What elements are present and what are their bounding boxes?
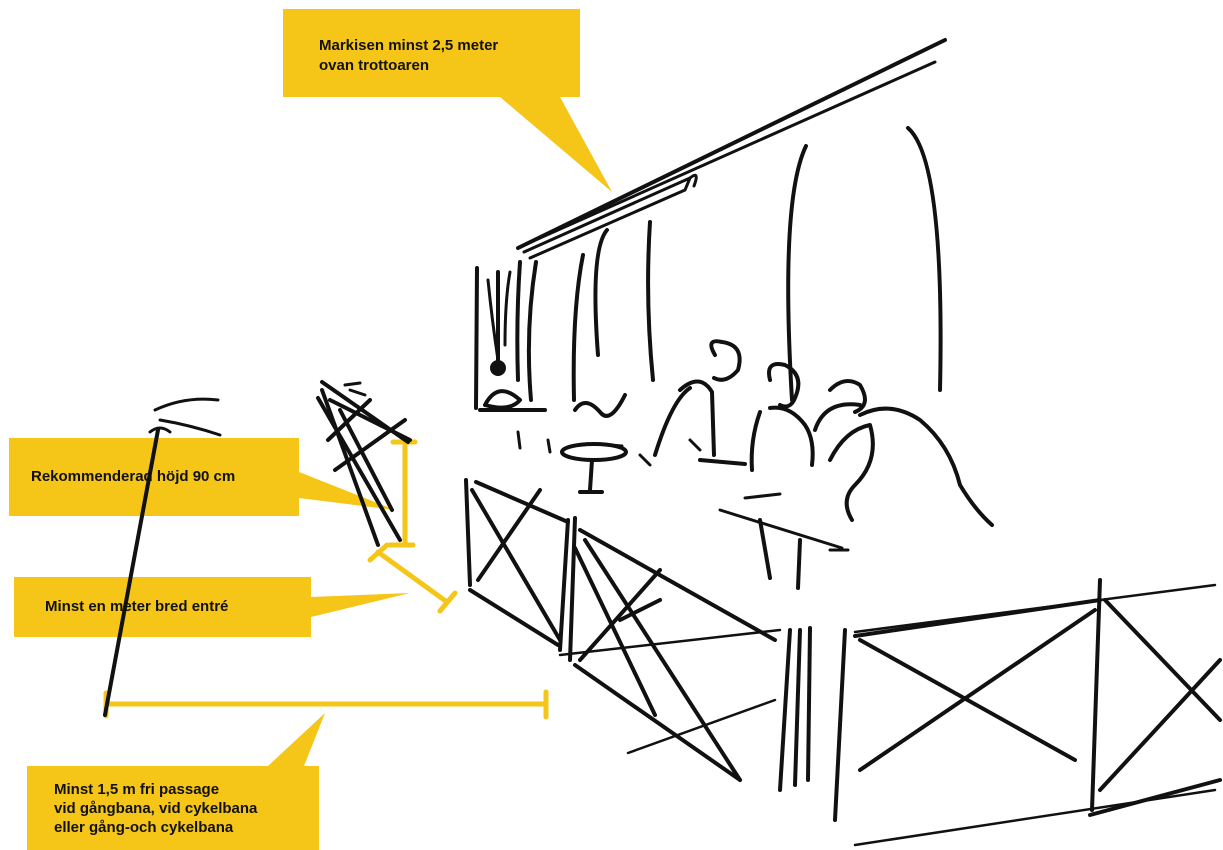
far-fence-panel bbox=[318, 382, 410, 545]
ground-lines bbox=[560, 585, 1215, 845]
entrance-width-label: Minst en meter bred entré bbox=[14, 577, 311, 637]
seated-people bbox=[575, 341, 992, 525]
callout-tail-entrance bbox=[311, 593, 410, 617]
building-arches bbox=[476, 128, 941, 408]
free-passage-label: Minst 1,5 m fri passage vid gångbana, vi… bbox=[27, 766, 319, 850]
callout-tail-passage bbox=[268, 713, 325, 766]
callout-shapes bbox=[9, 9, 612, 850]
front-fence bbox=[466, 480, 1220, 820]
callout-tail-awning bbox=[500, 97, 612, 192]
recommended-height-label: Rekommenderad höjd 90 cm bbox=[9, 438, 299, 516]
awning-height-label: Markisen minst 2,5 meter ovan trottoaren bbox=[283, 9, 580, 97]
cafe-tables bbox=[562, 444, 848, 588]
